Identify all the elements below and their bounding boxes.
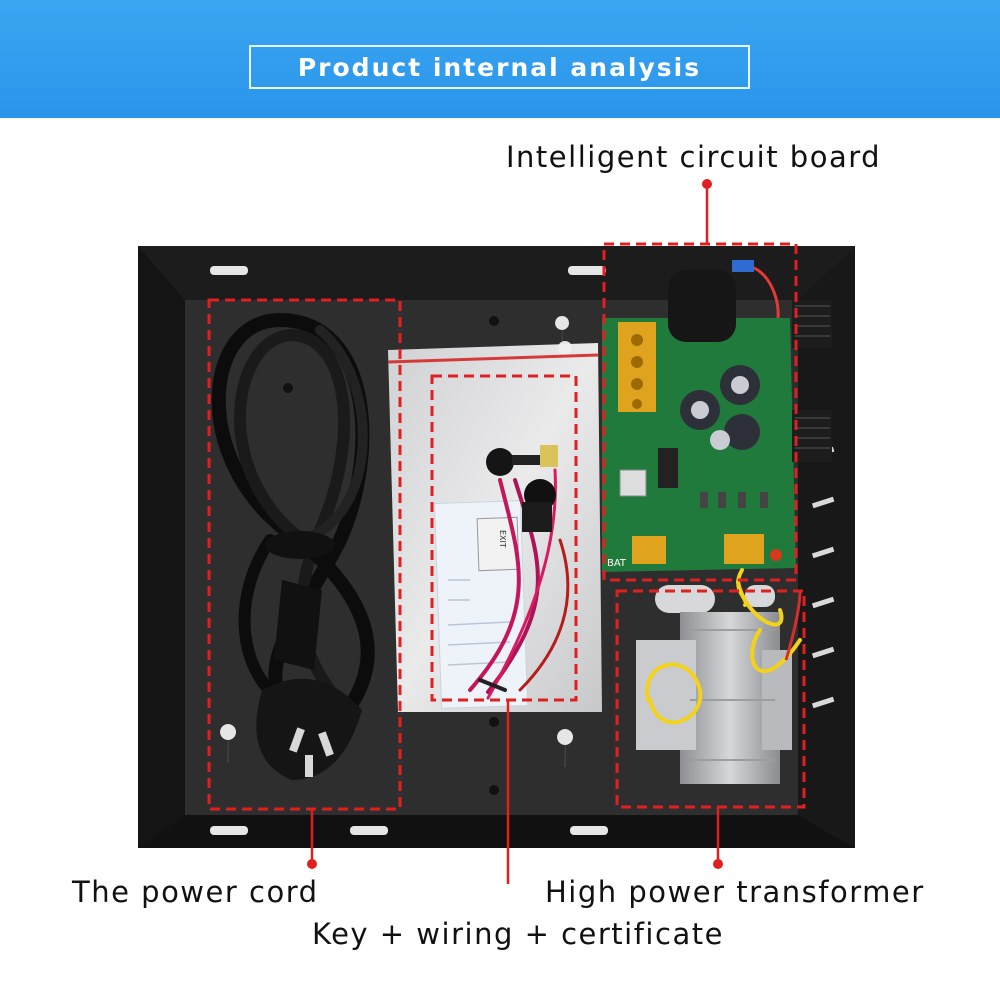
- label-transformer: High power transformer: [545, 875, 925, 909]
- transformer-highlight: [615, 589, 806, 809]
- keys: [486, 445, 558, 532]
- accessory-bag: EXIT: [387, 343, 602, 712]
- header-banner: Product internal analysis: [0, 0, 1000, 118]
- power-cord-highlight: [207, 298, 402, 811]
- label-power-cord: The power cord: [72, 875, 319, 909]
- exit-button-label: EXIT: [498, 530, 507, 548]
- power-plug: [256, 580, 362, 780]
- transformer: [636, 568, 802, 784]
- label-key-kit: Key + wiring + certificate: [312, 917, 724, 951]
- heatsinks: [792, 300, 832, 462]
- transformer-dot: [713, 859, 723, 869]
- circuit-board: BAT: [602, 260, 832, 572]
- power-cord-dot: [307, 859, 317, 869]
- circuit-board-dot: [702, 179, 712, 189]
- circuit-board-highlight: [602, 242, 798, 582]
- banner-frame: Product internal analysis: [249, 45, 750, 89]
- page-title: Product internal analysis: [297, 52, 702, 82]
- board-battery-label: BAT: [607, 558, 627, 569]
- key-kit-highlight: [430, 374, 578, 702]
- exit-button-card: EXIT: [476, 516, 520, 572]
- label-circuit-board: Intelligent circuit board: [506, 140, 882, 174]
- capacitors: [680, 365, 760, 450]
